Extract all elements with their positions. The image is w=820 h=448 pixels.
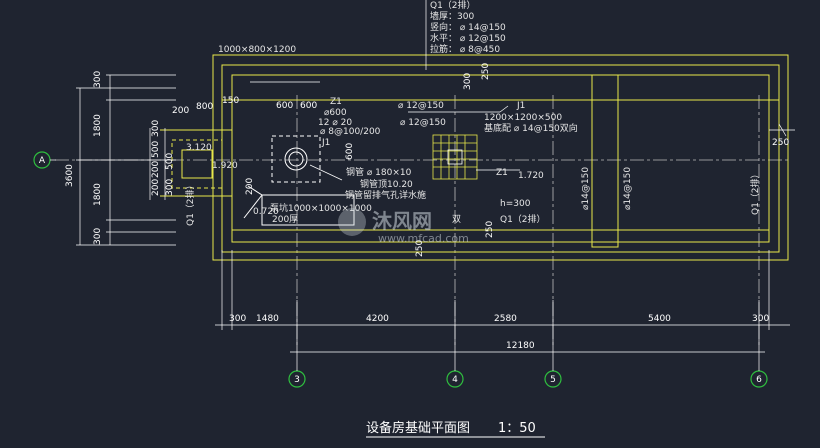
dim-1800-b: 1800 (93, 183, 103, 206)
q1-vertical: 竖向： ⌀ 14@150 (430, 21, 506, 33)
leaders (250, 0, 520, 181)
pipe-top-label: 钢管顶10.20 (360, 178, 413, 190)
elev-0720: 0.720 (253, 207, 279, 217)
bottom-dimensions (215, 250, 790, 358)
q1-wall-thickness: 墙厚：300 (430, 10, 474, 22)
wall-outlines (160, 54, 789, 261)
dim-300-v: 300 (463, 73, 473, 90)
dim-250-top: 250 (481, 63, 491, 80)
dim-1480: 1480 (256, 314, 279, 324)
z1-diameter: ⌀600 (324, 108, 347, 118)
opening-inner (181, 149, 213, 179)
pump-pit-note-2: 双 (452, 214, 461, 225)
watermark-url: www.mfcad.com (378, 232, 469, 245)
inner-wall (231, 74, 770, 243)
steel-pipe-circle (284, 147, 308, 171)
outer-wall (221, 64, 780, 253)
axis-bubble-connectors (50, 159, 760, 371)
dim-4200: 4200 (366, 314, 389, 324)
pump-pit-label: 泵坑1000×1000×1000 (270, 202, 372, 214)
elev-1920: 1.920 (212, 161, 238, 171)
dim-600b: 600 (300, 101, 317, 111)
dim-300-bl: 300 (229, 314, 246, 324)
dim-5400: 5400 (648, 314, 671, 324)
z1-label: Z1 (330, 97, 342, 107)
axis-4-label: 4 (452, 375, 458, 385)
rebar-vertical-b: ⌀14@150 (623, 167, 633, 210)
q1-label-right: Q1（2排） (749, 169, 761, 215)
rebar-label-b: ⌀ 12@150 (400, 118, 446, 128)
base-rebar-label: 基底配 ⌀ 14@150双向 (484, 122, 578, 134)
dim-300-l: 300 (151, 120, 161, 137)
dim-150: 150 (222, 96, 239, 106)
z1-bars: 12 ⌀ 20 (318, 118, 352, 128)
q1-horizontal: 水平： ⌀ 12@150 (430, 32, 506, 44)
left-dimensions (76, 74, 176, 246)
pump-pit-note: 200厚 (272, 214, 298, 225)
z1-footing-outline (271, 135, 321, 183)
q1-label-mid: Q1（2排） (500, 213, 546, 225)
dim-3600: 3600 (65, 164, 75, 187)
pump-pit (243, 185, 355, 226)
q1-label-left: Q1（2排） (184, 180, 196, 226)
axis-bubbles (33, 151, 768, 388)
dim-200-l2: 200 (151, 179, 161, 196)
dim-250-right: 250 (772, 138, 789, 148)
dim-250-bot: 250 (415, 240, 425, 257)
dim-1800-a: 1800 (93, 114, 103, 137)
j1-footing (432, 134, 478, 180)
axis-5-label: 5 (550, 375, 556, 385)
z1-stirrup: ⌀ 8@100/200 (320, 127, 381, 137)
outer-slab-outline (212, 54, 789, 261)
dim-300-l3: 300 (165, 179, 175, 196)
steel-pipe-inner (288, 151, 304, 167)
h300-label: h=300 (500, 199, 531, 209)
dim-200-pit: 200 (245, 178, 255, 195)
dim-600a: 600 (276, 101, 293, 111)
partition-wall (591, 74, 619, 248)
axis-3-label: 3 (294, 375, 300, 385)
dim-300-top: 300 (93, 71, 103, 88)
opening-size-label: 1000×800×1200 (218, 45, 296, 55)
dim-800: 800 (196, 102, 213, 112)
dim-500: 500 (151, 141, 161, 158)
watermark: 沐风网 www.mfcad.com (338, 208, 469, 245)
dim-2580: 2580 (494, 314, 517, 324)
rebar-vertical-a: ⌀14@150 (581, 167, 591, 210)
elev-1720: 1.720 (518, 171, 544, 181)
pump-pit-outline (261, 194, 355, 226)
watermark-logo-icon (338, 208, 366, 236)
dim-250-v: 250 (485, 221, 495, 238)
q1-spec-header: Q1（2排） (430, 0, 476, 11)
dim-200a: 200 (172, 106, 189, 116)
dim-300-br: 300 (752, 314, 769, 324)
j1-label-left: J1 (321, 138, 330, 148)
axis-a-label: A (39, 156, 46, 166)
drawing-scale: 1：50 (498, 421, 536, 436)
steel-pipe-label: 钢管 ⌀ 180×10 (346, 166, 412, 178)
j1-label: J1 (516, 101, 525, 111)
dim-600-mid: 600 (345, 143, 355, 160)
z1-column (271, 135, 321, 183)
z1-label-2: Z1 (496, 168, 508, 178)
axis-6-label: 6 (756, 375, 762, 385)
watermark-brand: 沐风网 (372, 209, 432, 233)
opening-box (171, 139, 223, 189)
dim-12180: 12180 (506, 341, 535, 351)
pipe-note-label: 钢管留排气孔详水施 (345, 189, 426, 201)
right-tick (769, 123, 795, 137)
rebar-label-a: ⌀ 12@150 (398, 101, 444, 111)
drawing-title: 设备房基础平面图 (366, 420, 470, 436)
j1-size-label: 1200×1200×500 (484, 113, 562, 123)
dim-200-left: 200 (151, 161, 161, 178)
j1-outline (432, 134, 478, 180)
elev-3120: 3.120 (186, 143, 212, 153)
q1-tie: 拉筋： ⌀ 8@450 (430, 43, 500, 55)
dim-300-bot: 300 (93, 228, 103, 245)
dim-500-l2: 500 (165, 153, 175, 170)
j1-column (447, 149, 463, 165)
